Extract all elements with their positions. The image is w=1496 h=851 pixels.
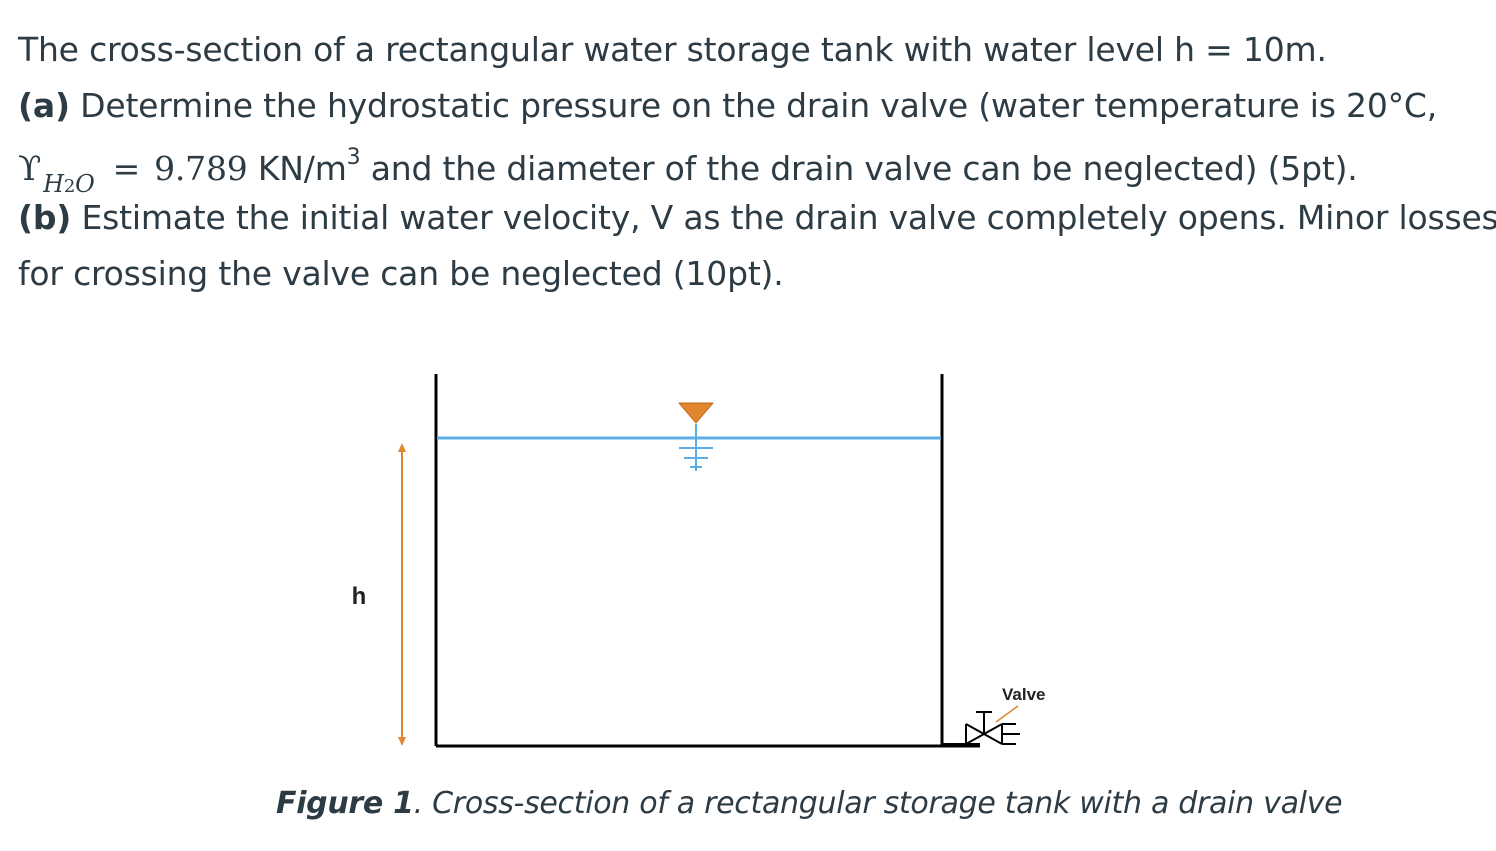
part-b-text: Estimate the initial water velocity, V a…	[71, 198, 1496, 237]
problem-line-4: (b) Estimate the initial water velocity,…	[18, 190, 1496, 246]
part-b-label: (b)	[18, 198, 72, 237]
drain-valve-icon	[965, 711, 1020, 745]
sub-h: H	[43, 170, 64, 198]
problem-line-2: (a) Determine the hydrostatic pressure o…	[18, 78, 1488, 134]
caption-text: . Cross-section of a rectangular storage…	[413, 786, 1343, 821]
intro-text: The cross-section of a rectangular water…	[18, 30, 1327, 69]
height-arrow-top-icon	[398, 443, 406, 452]
height-arrow-bottom-icon	[398, 737, 406, 746]
equals-sign: =	[112, 149, 141, 188]
figure-caption: Figure 1. Cross-section of a rectangular…	[276, 786, 1343, 821]
water-level-marker-icon	[677, 402, 715, 424]
gamma-subscript: H2O	[43, 170, 95, 198]
part-b-text-2: for crossing the valve can be neglected …	[18, 254, 784, 293]
sub-o: O	[75, 170, 95, 198]
height-label: h	[352, 583, 367, 610]
problem-statement: The cross-section of a rectangular water…	[18, 22, 1496, 302]
unit-exponent: 3	[346, 145, 361, 170]
specific-weight-formula: ϒH2O = 9.789	[18, 149, 248, 198]
caption-label: Figure 1	[276, 786, 414, 821]
problem-line-3: ϒH2O = 9.789 KN/m3 and the diameter of the…	[18, 134, 1488, 198]
problem-line-5: for crossing the valve can be neglected …	[18, 246, 1488, 302]
part-a-text-2: and the diameter of the drain valve can …	[360, 149, 1358, 188]
part-a-label: (a)	[18, 86, 70, 125]
gamma-symbol: ϒ	[18, 149, 42, 189]
problem-line-1: The cross-section of a rectangular water…	[18, 22, 1488, 78]
gamma-unit: KN/m	[247, 149, 347, 188]
valve-label: Valve	[1002, 685, 1046, 704]
gamma-value: 9.789	[154, 149, 248, 188]
sub-2: 2	[63, 176, 76, 197]
part-a-text: Determine the hydrostatic pressure on th…	[69, 86, 1438, 125]
valve-pointer-line	[995, 705, 1019, 723]
